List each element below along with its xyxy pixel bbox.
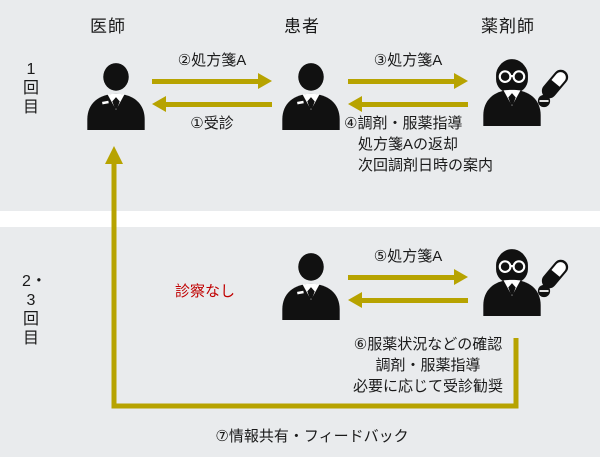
section-label-first-visit: 1回目 <box>22 61 39 116</box>
arrow-shaft <box>360 297 468 303</box>
label-step6-line3: 必要に応じて受診勧奨 <box>352 378 503 395</box>
arrow-head <box>454 73 468 89</box>
label-step4-line3: 次回調剤日時の案内 <box>358 157 494 174</box>
tablet-icon <box>537 94 551 108</box>
arrow-pharmacist-to-patient-repeat <box>348 292 468 308</box>
section-label-repeat-visits: 2・3回目 <box>22 273 47 347</box>
label-step2: ②処方箋A <box>177 52 247 69</box>
arrow-shaft <box>152 78 260 84</box>
label-step4: ④調剤・服薬指導 処方箋Aの返却 次回調剤日時の案内 <box>344 113 534 176</box>
label-step3: ③処方箋A <box>373 52 443 69</box>
doctor-person-icon <box>82 62 150 130</box>
column-header-pharmacist: 薬剤師 <box>481 17 535 36</box>
arrow-step5-patient-to-pharmacist <box>348 269 468 285</box>
patient-person-icon <box>277 62 345 130</box>
arrow-shaft <box>360 101 468 107</box>
arrow-head <box>348 96 362 112</box>
arrow-head <box>152 96 166 112</box>
arrow-head <box>454 269 468 285</box>
feedback-arrow-head <box>105 146 123 164</box>
arrow-shaft <box>348 78 456 84</box>
arrow-step4-pharmacist-to-patient <box>348 96 468 112</box>
section-divider <box>0 211 600 227</box>
column-header-doctor: 医師 <box>90 17 126 36</box>
label-step6-line2: 調剤・服薬指導 <box>375 357 481 374</box>
patient-person-icon <box>277 252 345 320</box>
arrow-head <box>348 292 362 308</box>
tablet-icon <box>537 284 551 298</box>
arrow-shaft <box>348 274 456 280</box>
label-step5: ⑤処方箋A <box>373 248 443 265</box>
arrow-step3-patient-to-pharmacist <box>348 73 468 89</box>
arrow-shaft <box>164 101 272 107</box>
label-step4-line2: 処方箋Aの返却 <box>358 136 459 153</box>
label-step1: ①受診 <box>190 115 234 132</box>
arrow-head <box>258 73 272 89</box>
label-step6-line1: ⑥服薬状況などの確認 <box>353 336 503 353</box>
column-header-patient: 患者 <box>284 17 320 36</box>
label-step4-line1: ④調剤・服薬指導 <box>344 115 463 132</box>
label-step6: ⑥服薬状況などの確認 調剤・服薬指導 必要に応じて受診勧奨 <box>330 334 526 397</box>
no-examination-note: 診察なし <box>174 283 235 300</box>
arrow-step1-patient-to-doctor <box>152 96 272 112</box>
arrow-step2-doctor-to-patient <box>152 73 272 89</box>
label-step7: ⑦情報共有・フィードバック <box>215 428 409 445</box>
